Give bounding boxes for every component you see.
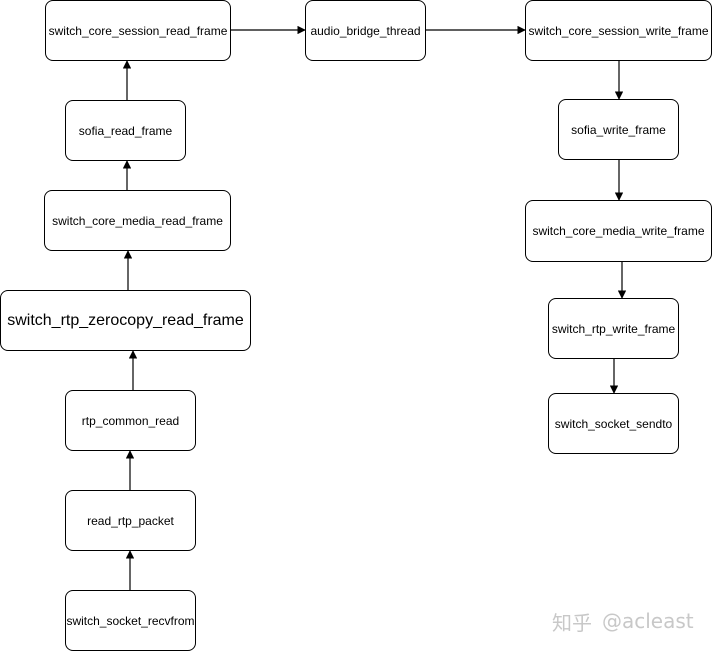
node-switch-core-session-write-frame: switch_core_session_write_frame <box>525 0 712 61</box>
node-sofia-read-frame: sofia_read_frame <box>65 100 186 161</box>
node-sofia-write-frame: sofia_write_frame <box>558 99 679 160</box>
node-rtp-common-read: rtp_common_read <box>65 390 196 451</box>
node-audio-bridge-thread: audio_bridge_thread <box>305 0 426 61</box>
node-switch-core-session-read-frame: switch_core_session_read_frame <box>45 0 231 61</box>
node-switch-core-media-read-frame: switch_core_media_read_frame <box>44 190 231 251</box>
node-read-rtp-packet: read_rtp_packet <box>65 490 196 551</box>
watermark: 知乎 @acleast <box>552 606 702 636</box>
watermark-site: 知乎 <box>552 610 592 635</box>
node-switch-rtp-write-frame: switch_rtp_write_frame <box>548 298 679 359</box>
node-switch-socket-sendto: switch_socket_sendto <box>548 393 679 454</box>
node-switch-socket-recvfrom: switch_socket_recvfrom <box>65 590 196 651</box>
node-switch-rtp-zerocopy-read-frame: switch_rtp_zerocopy_read_frame <box>0 290 251 351</box>
watermark-handle: @acleast <box>602 609 694 633</box>
node-switch-core-media-write-frame: switch_core_media_write_frame <box>525 200 712 262</box>
